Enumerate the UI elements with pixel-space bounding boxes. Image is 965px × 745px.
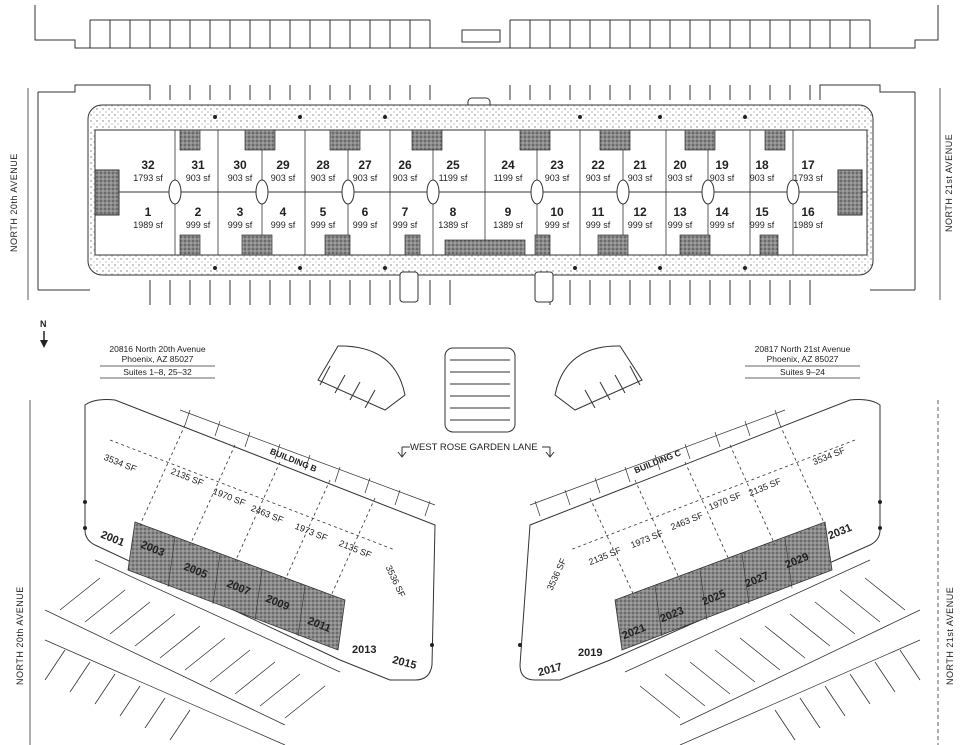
unit-area: 1199 sf [438, 173, 468, 183]
unit-number: 11 [591, 205, 605, 219]
unit-number: 5 [319, 205, 327, 219]
unit-number: 1 [144, 205, 152, 219]
street-north-21st-top: NORTH 21st AVENUE [944, 133, 954, 232]
suite-number: 2019 [578, 647, 603, 659]
unit-number: 14 [715, 205, 729, 219]
unit-area: 999 sf [749, 220, 775, 230]
unit-area: 999 sf [227, 220, 253, 230]
unit-area: 903 sf [310, 173, 336, 183]
unit-number: 32 [141, 158, 155, 172]
top-site-outline [37, 84, 916, 305]
building-c [518, 399, 921, 745]
unit-number: 6 [361, 205, 369, 219]
unit-area: 903 sf [749, 173, 775, 183]
unit-area: 999 sf [544, 220, 570, 230]
unit-number: 8 [449, 205, 457, 219]
unit-area: 903 sf [585, 173, 611, 183]
street-north-21st-bottom: NORTH 21st AVENUE [945, 586, 955, 685]
unit-area: 903 sf [185, 173, 211, 183]
top-building [87, 104, 874, 303]
unit-area: 999 sf [627, 220, 653, 230]
unit-number: 3 [236, 205, 244, 219]
unit-number: 19 [715, 158, 729, 172]
address-right-suites: Suites 9–24 [780, 367, 825, 377]
unit-area: 903 sf [227, 173, 253, 183]
street-west-rose-garden-lane: WEST ROSE GARDEN LANE [410, 442, 538, 453]
address-left: 20816 North 20th Avenue Phoenix, AZ 8502… [100, 344, 215, 377]
unit-area: 1389 sf [438, 220, 468, 230]
unit-number: 24 [501, 158, 515, 172]
unit-area: 999 sf [667, 220, 693, 230]
unit-area: 903 sf [709, 173, 735, 183]
unit-area: 999 sf [310, 220, 336, 230]
address-left-line2: Phoenix, AZ 85027 [121, 354, 194, 364]
north-arrow-label: N [40, 319, 47, 329]
address-left-line1: 20816 North 20th Avenue [109, 344, 206, 354]
unit-number: 9 [504, 205, 512, 219]
unit-area: 903 sf [667, 173, 693, 183]
unit-number: 18 [755, 158, 769, 172]
building-b [44, 399, 436, 745]
address-left-suites: Suites 1–8, 25–32 [123, 367, 192, 377]
unit-area: 999 sf [270, 220, 296, 230]
unit-area: 999 sf [185, 220, 211, 230]
unit-number: 13 [673, 205, 687, 219]
unit-area: 1989 sf [793, 220, 823, 230]
unit-area: 903 sf [270, 173, 296, 183]
unit-number: 4 [279, 205, 287, 219]
unit-number: 26 [398, 158, 412, 172]
unit-number: 28 [316, 158, 330, 172]
street-north-20th-top: NORTH 20th AVENUE [9, 153, 19, 252]
unit-number: 17 [801, 158, 815, 172]
unit-area: 1793 sf [133, 173, 163, 183]
unit-number: 20 [673, 158, 687, 172]
unit-area: 1199 sf [493, 173, 523, 183]
unit-area: 1389 sf [493, 220, 523, 230]
unit-number: 16 [801, 205, 815, 219]
unit-number: 15 [755, 205, 769, 219]
unit-number: 7 [401, 205, 409, 219]
street-north-20th-bottom: NORTH 20th AVENUE [15, 586, 25, 685]
address-right: 20817 North 21st Avenue Phoenix, AZ 8502… [745, 344, 860, 377]
unit-area: 903 sf [627, 173, 653, 183]
top-parking-strip [34, 5, 939, 49]
unit-area: 903 sf [352, 173, 378, 183]
unit-number: 12 [633, 205, 647, 219]
unit-number: 25 [446, 158, 460, 172]
unit-number: 23 [550, 158, 564, 172]
north-arrow-icon [40, 331, 48, 348]
unit-area: 903 sf [392, 173, 418, 183]
unit-area: 999 sf [585, 220, 611, 230]
unit-number: 21 [633, 158, 647, 172]
unit-number: 22 [591, 158, 605, 172]
unit-area: 1793 sf [793, 173, 823, 183]
unit-number: 10 [550, 205, 564, 219]
suite-number: 2013 [352, 644, 377, 656]
unit-area: 999 sf [392, 220, 418, 230]
address-right-line1: 20817 North 21st Avenue [754, 344, 851, 354]
unit-number: 27 [358, 158, 372, 172]
unit-number: 30 [233, 158, 247, 172]
address-right-line2: Phoenix, AZ 85027 [766, 354, 839, 364]
unit-area: 903 sf [544, 173, 570, 183]
unit-number: 29 [276, 158, 290, 172]
unit-area: 999 sf [352, 220, 378, 230]
unit-number: 31 [191, 158, 205, 172]
unit-area: 1989 sf [133, 220, 163, 230]
unit-number: 2 [194, 205, 202, 219]
unit-area: 999 sf [709, 220, 735, 230]
center-parking [317, 345, 643, 458]
